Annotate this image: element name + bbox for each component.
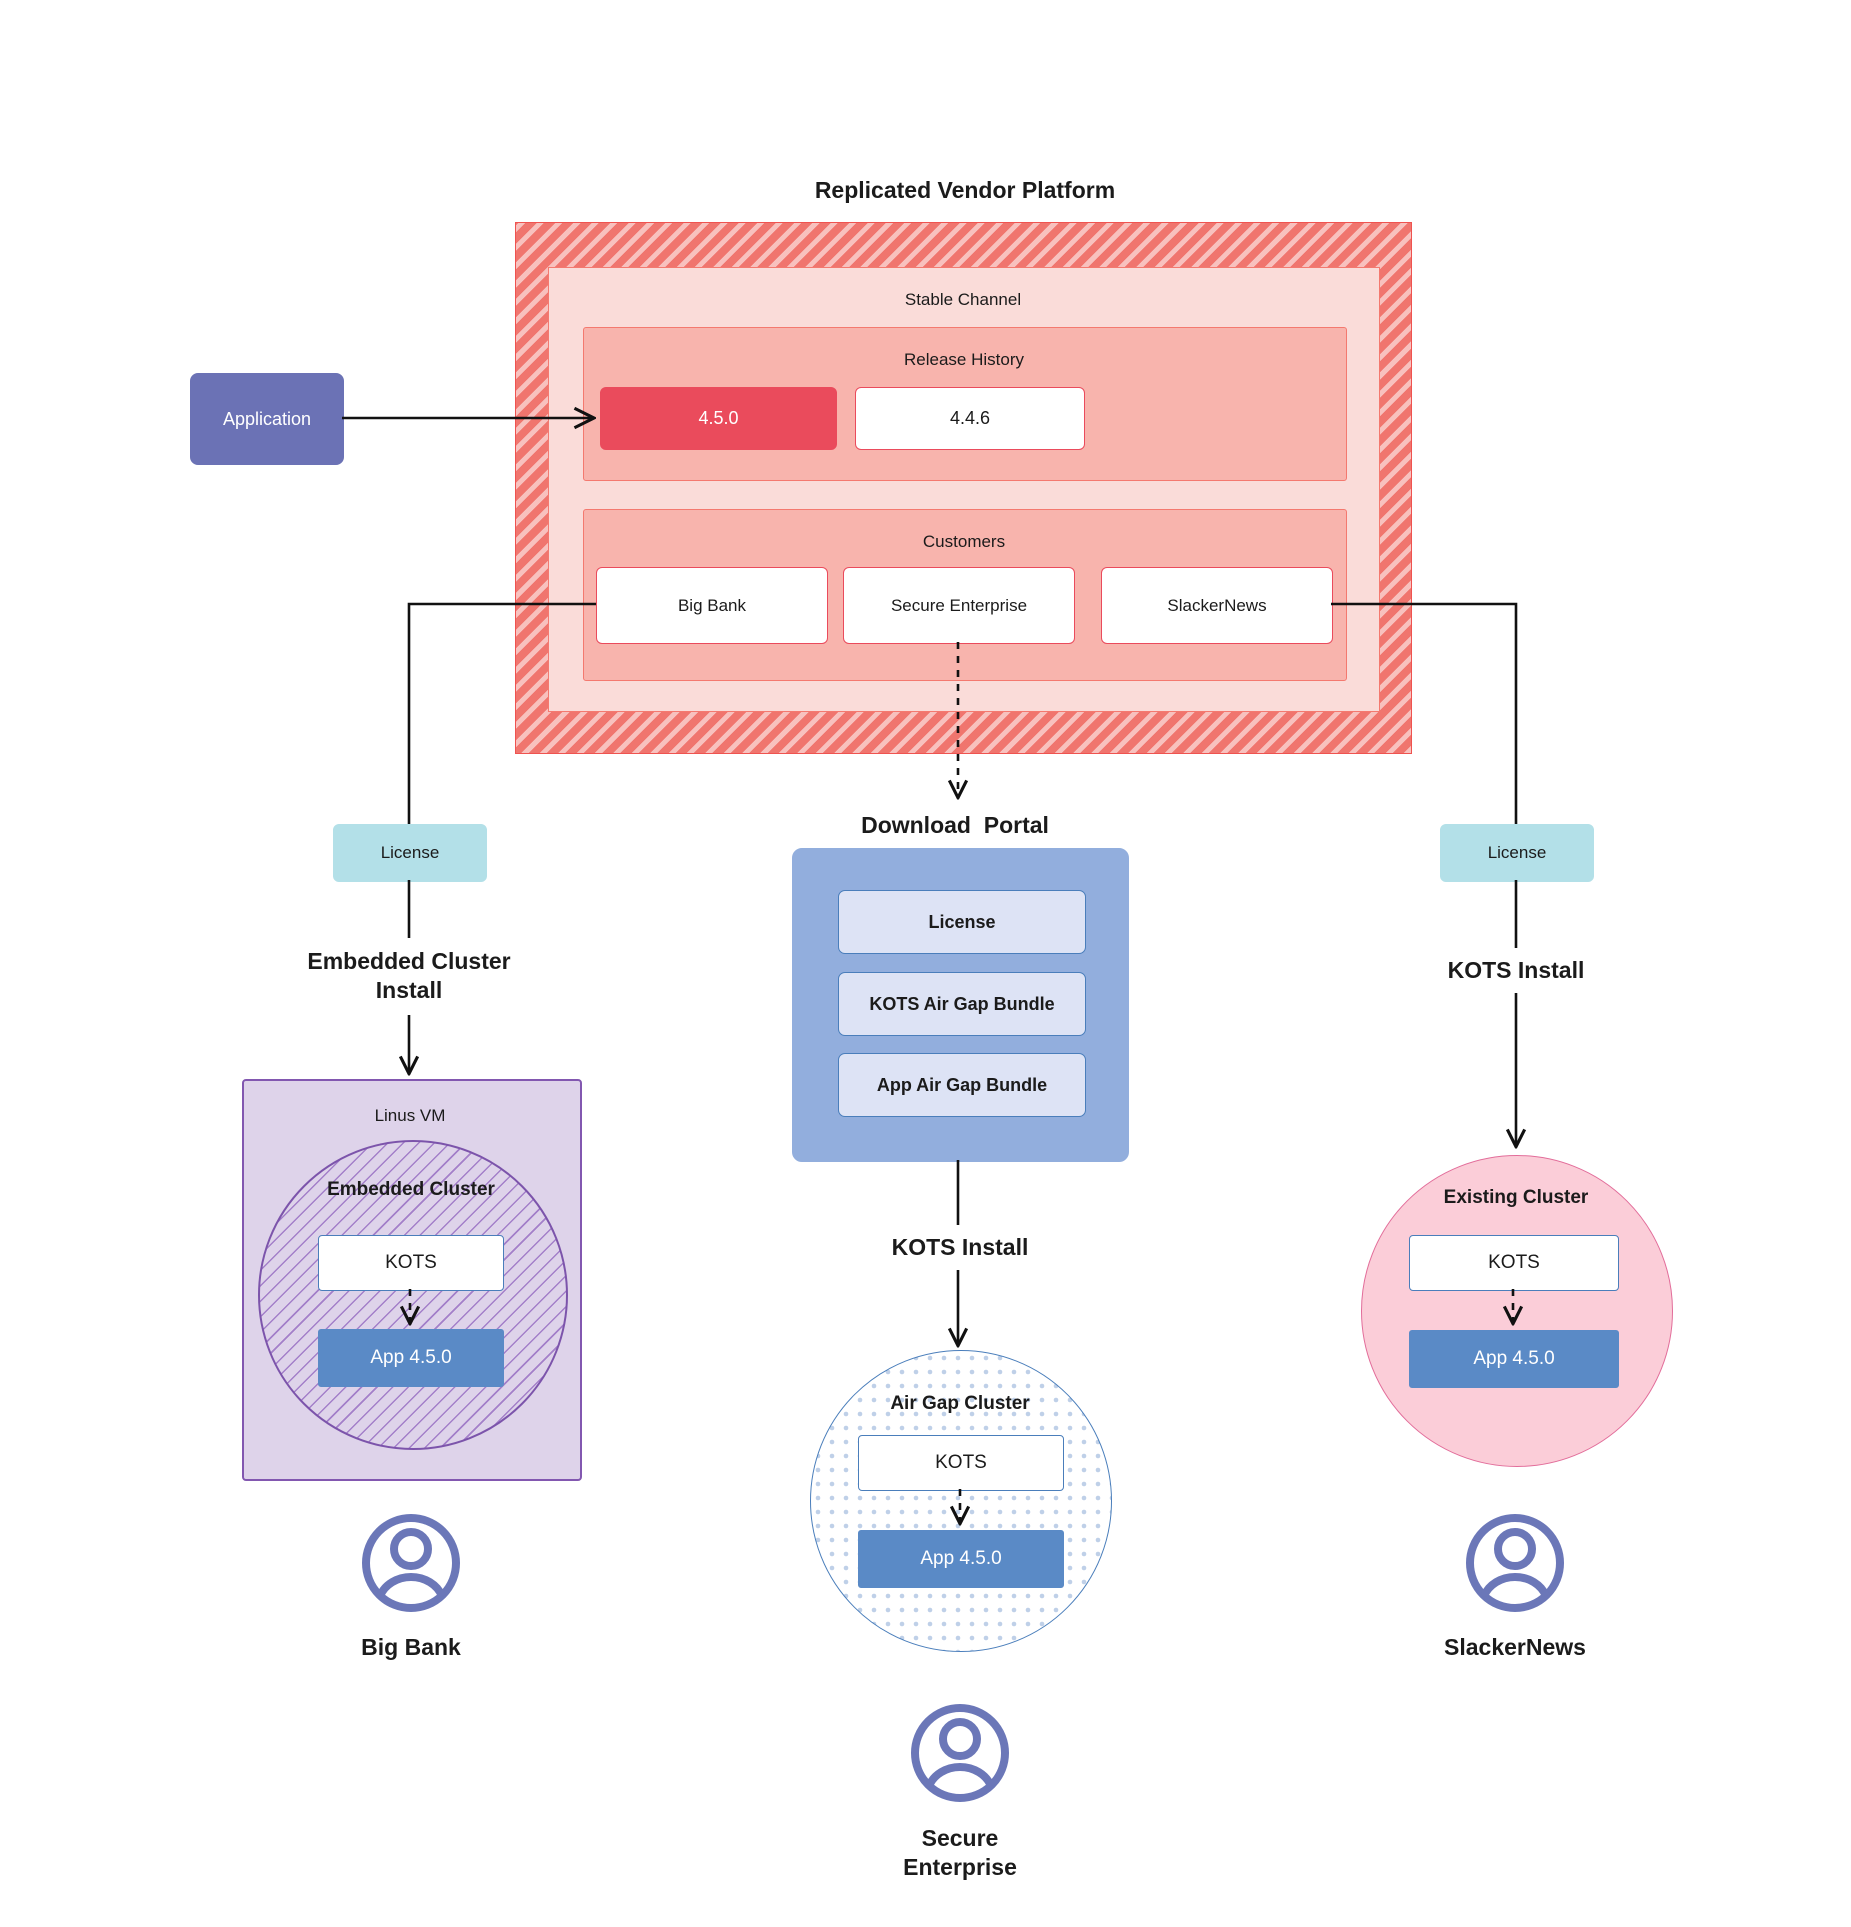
avatar-secure-enterprise	[911, 1704, 1009, 1802]
kots-install-label-right: KOTS Install	[1447, 956, 1585, 983]
portal-item-app-air-gap-bundle[interactable]: App Air Gap Bundle	[838, 1053, 1086, 1117]
license-chip-left[interactable]: License	[333, 824, 487, 882]
customer-pill-slackernews[interactable]: SlackerNews	[1101, 567, 1333, 644]
kots-install-label-center: KOTS Install	[891, 1233, 1029, 1260]
customer-pill-secure-enterprise[interactable]: Secure Enterprise	[843, 567, 1075, 644]
release-pill-446[interactable]: 4.4.6	[855, 387, 1085, 450]
embedded-cluster-install-label: Embedded Cluster Install	[307, 948, 511, 1003]
kots-box-airgap[interactable]: KOTS	[858, 1435, 1064, 1491]
release-pill-450[interactable]: 4.5.0	[600, 387, 837, 450]
page-title: Replicated Vendor Platform	[814, 176, 1116, 203]
portal-item-license[interactable]: License	[838, 890, 1086, 954]
embedded-cluster-circle	[258, 1140, 568, 1450]
embedded-cluster-title: Embedded Cluster	[327, 1179, 495, 1201]
kots-box-existing[interactable]: KOTS	[1409, 1235, 1619, 1291]
app-box-existing[interactable]: App 4.5.0	[1409, 1330, 1619, 1388]
license-chip-right[interactable]: License	[1440, 824, 1594, 882]
app-box-embedded[interactable]: App 4.5.0	[318, 1329, 504, 1387]
existing-cluster-title: Existing Cluster	[1443, 1187, 1589, 1209]
app-box-airgap[interactable]: App 4.5.0	[858, 1530, 1064, 1588]
stable-channel-title: Stable Channel	[904, 290, 1022, 310]
kots-box-embedded[interactable]: KOTS	[318, 1235, 504, 1291]
linux-vm-title: Linus VM	[374, 1106, 446, 1126]
download-portal-title: Download Portal	[861, 811, 1049, 838]
avatar-slackernews	[1466, 1514, 1564, 1612]
customer-pill-big-bank[interactable]: Big Bank	[596, 567, 828, 644]
customers-title: Customers	[922, 532, 1006, 552]
release-history-title: Release History	[904, 350, 1024, 370]
application-box[interactable]: Application	[190, 373, 344, 465]
person-label-big-bank: Big Bank	[361, 1633, 461, 1660]
person-label-slackernews: SlackerNews	[1444, 1633, 1586, 1660]
person-label-secure-enterprise: Secure Enterprise	[903, 1825, 1017, 1880]
avatar-big-bank	[362, 1514, 460, 1612]
portal-item-kots-air-gap-bundle[interactable]: KOTS Air Gap Bundle	[838, 972, 1086, 1036]
air-gap-cluster-title: Air Gap Cluster	[890, 1393, 1030, 1415]
